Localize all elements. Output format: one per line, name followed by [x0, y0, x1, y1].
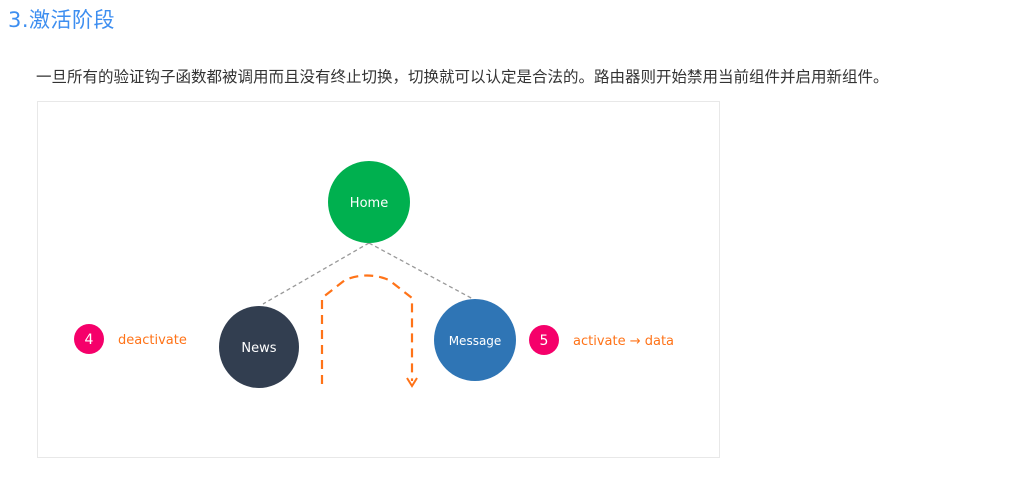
- step-4-label: deactivate: [118, 333, 187, 348]
- edge-home-message: [368, 242, 474, 300]
- activation-diagram: Home News Message 4 deactivate 5 activat…: [37, 101, 720, 458]
- step-5-label: activate → data: [573, 334, 674, 349]
- node-news-label: News: [241, 341, 276, 356]
- section-paragraph: 一旦所有的验证钩子函数都被调用而且没有终止切换，切换就可以认定是合法的。路由器则…: [36, 68, 889, 86]
- arrow-head-icon: [406, 377, 418, 388]
- step-5: 5 activate → data: [529, 325, 674, 355]
- node-news: News: [219, 306, 299, 388]
- node-message: Message: [434, 299, 516, 381]
- edge-home-news: [262, 242, 370, 305]
- node-home: Home: [328, 161, 410, 243]
- diagram-canvas: Home News Message 4 deactivate 5 activat…: [74, 161, 674, 388]
- step-4-number: 4: [85, 332, 94, 348]
- node-message-label: Message: [449, 334, 502, 348]
- transition-arrow-path: [320, 274, 414, 384]
- section-heading: 3.激活阶段: [8, 8, 116, 32]
- node-home-label: Home: [350, 196, 388, 211]
- step-4: 4 deactivate: [74, 324, 187, 354]
- step-5-number: 5: [540, 333, 549, 349]
